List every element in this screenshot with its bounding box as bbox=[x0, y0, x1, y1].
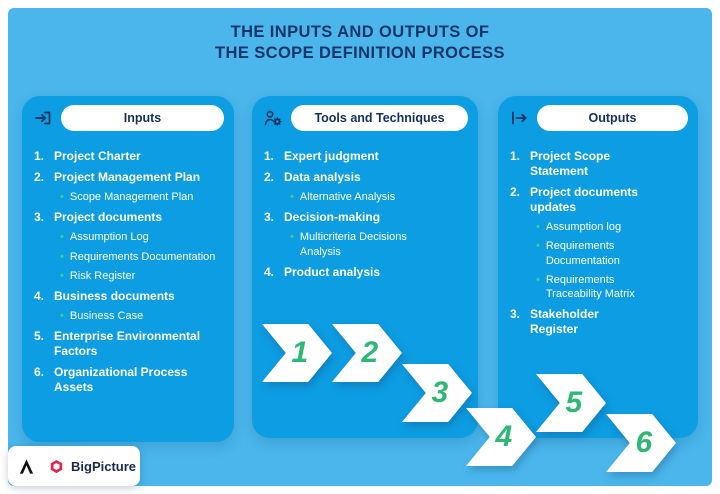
list-subitem: •Scope Management Plan bbox=[60, 191, 194, 203]
list-subitem: •Requirements Traceability Matrix bbox=[536, 273, 635, 301]
input-arrow-icon bbox=[32, 107, 54, 129]
bullet-icon: • bbox=[536, 273, 540, 286]
bullet-icon: • bbox=[290, 231, 294, 244]
page-title-line1: THE INPUTS AND OUTPUTS OF bbox=[230, 23, 490, 41]
brand-name: BigPicture bbox=[71, 458, 137, 474]
list-item: 2.Project documents updates bbox=[510, 185, 639, 214]
person-gear-icon bbox=[262, 107, 284, 129]
list-subitem: •Multicriteria Decisions Analysis bbox=[290, 231, 407, 258]
inputs-panel-header: Inputs bbox=[32, 105, 224, 131]
outputs-panel-header: Outputs bbox=[508, 105, 688, 131]
output-arrow-icon bbox=[508, 107, 530, 129]
step-number: 3 bbox=[431, 376, 449, 409]
inputs-panel: Inputs 1.Project Charter 2.Project Manag… bbox=[22, 96, 234, 442]
process-step-chevron-2: 2 bbox=[332, 324, 402, 382]
bullet-icon: • bbox=[290, 191, 294, 203]
list-subitem: •Alternative Analysis bbox=[290, 191, 396, 203]
list-item: 1.Project Scope Statement bbox=[510, 149, 611, 178]
list-subitem: •Requirements Documentation bbox=[536, 240, 620, 267]
list-item: 2.Data analysis bbox=[264, 170, 361, 184]
outputs-list: 1.Project Scope Statement 2.Project docu… bbox=[508, 141, 688, 337]
bigpicture-logo-icon bbox=[49, 459, 64, 474]
list-item: 4.Business documents bbox=[34, 289, 175, 304]
list-subitem: •Risk Register bbox=[60, 269, 136, 282]
page-title: THE INPUTS AND OUTPUTS OF THE SCOPE DEFI… bbox=[8, 22, 712, 64]
brand-card: BigPicture bbox=[8, 446, 140, 486]
outputs-panel: Outputs 1.Project Scope Statement 2.Proj… bbox=[498, 96, 698, 438]
step-number: 2 bbox=[361, 336, 379, 369]
list-item: 5.Enterprise Environmental Factors bbox=[34, 329, 201, 359]
list-item: 4.Product analysis bbox=[264, 264, 381, 279]
list-subitem: •Assumption Log bbox=[60, 231, 149, 244]
infographic-background: THE INPUTS AND OUTPUTS OF THE SCOPE DEFI… bbox=[8, 8, 712, 486]
list-item: 3.Project documents bbox=[34, 210, 163, 225]
page-title-line2: THE SCOPE DEFINITION PROCESS bbox=[215, 44, 505, 62]
bullet-icon: • bbox=[60, 250, 64, 263]
step-number: 6 bbox=[635, 426, 653, 459]
bullet-icon: • bbox=[60, 231, 64, 244]
tools-list: 1.Expert judgment 2.Data analysis •Alter… bbox=[262, 141, 468, 280]
bullet-icon: • bbox=[536, 240, 540, 253]
inputs-list: 1.Project Charter 2.Project Management P… bbox=[32, 141, 224, 395]
step-number: 5 bbox=[565, 386, 583, 419]
list-item: 3.Decision-making bbox=[264, 210, 381, 225]
step-number: 4 bbox=[495, 420, 513, 453]
list-subitem: •Requirements Documentation bbox=[60, 250, 216, 263]
outputs-header-pill: Outputs bbox=[537, 105, 688, 131]
bullet-icon: • bbox=[60, 191, 64, 203]
step-number: 1 bbox=[291, 336, 309, 369]
process-step-chevron-3: 3 bbox=[402, 364, 472, 422]
inputs-header-pill: Inputs bbox=[61, 105, 224, 131]
process-step-chevron-5: 5 bbox=[536, 374, 606, 432]
appfire-logo-icon bbox=[18, 458, 35, 475]
tools-header-pill: Tools and Techniques bbox=[291, 105, 468, 131]
list-subitem: •Business Case bbox=[60, 310, 144, 323]
bullet-icon: • bbox=[60, 269, 64, 282]
list-item: 1.Project Charter bbox=[34, 149, 141, 163]
process-step-chevron-4: 4 bbox=[466, 408, 536, 466]
list-item: 3.Stakeholder Register bbox=[510, 307, 599, 337]
process-step-chevron-6: 6 bbox=[606, 414, 676, 472]
process-step-chevron-1: 1 bbox=[262, 324, 332, 382]
bullet-icon: • bbox=[60, 310, 64, 323]
list-subitem: •Assumption log bbox=[536, 221, 622, 233]
tools-panel-header: Tools and Techniques bbox=[262, 105, 468, 131]
list-item: 2.Project Management Plan bbox=[34, 170, 201, 184]
bullet-icon: • bbox=[536, 221, 540, 233]
list-item: 1.Expert judgment bbox=[264, 149, 379, 163]
list-item: 6.Organizational Process Assets bbox=[34, 365, 188, 395]
